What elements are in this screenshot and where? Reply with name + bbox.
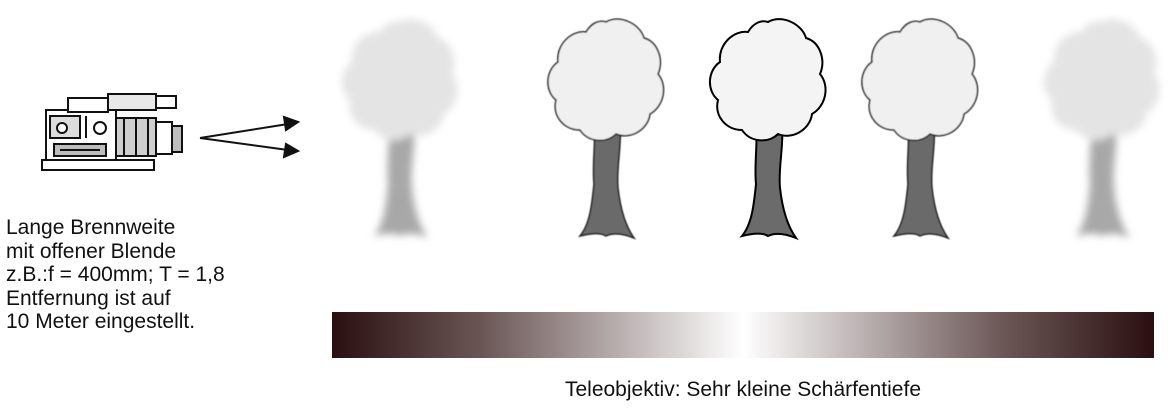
- text-line-distance: Entfernung ist auf: [6, 286, 171, 310]
- tree-blurred-left: [341, 19, 458, 238]
- tree-near-focus-left: [547, 18, 665, 239]
- arrow-right-icon: [190, 108, 310, 168]
- sharpness-gradient-bar: [332, 312, 1154, 358]
- tree-near-focus-right: [861, 18, 979, 239]
- diagram-caption: Teleobjektiv: Sehr kleine Schärfentiefe: [564, 378, 922, 401]
- tree-in-focus: [708, 18, 827, 239]
- video-camera-icon: [40, 88, 190, 178]
- text-line-example-values: z.B.:f = 400mm; T = 1,8: [6, 263, 225, 286]
- text-line-distance-value: 10 Meter eingestellt.: [6, 310, 196, 333]
- lens-settings-text: Lange Brennweite mit offener Blende z.B.…: [6, 216, 306, 334]
- tree-blurred-right: [1043, 19, 1160, 238]
- tree-row: [320, 0, 1174, 270]
- text-line-focal-length: Lange Brennweite: [6, 216, 176, 239]
- text-line-aperture: mit offener Blende: [6, 239, 177, 263]
